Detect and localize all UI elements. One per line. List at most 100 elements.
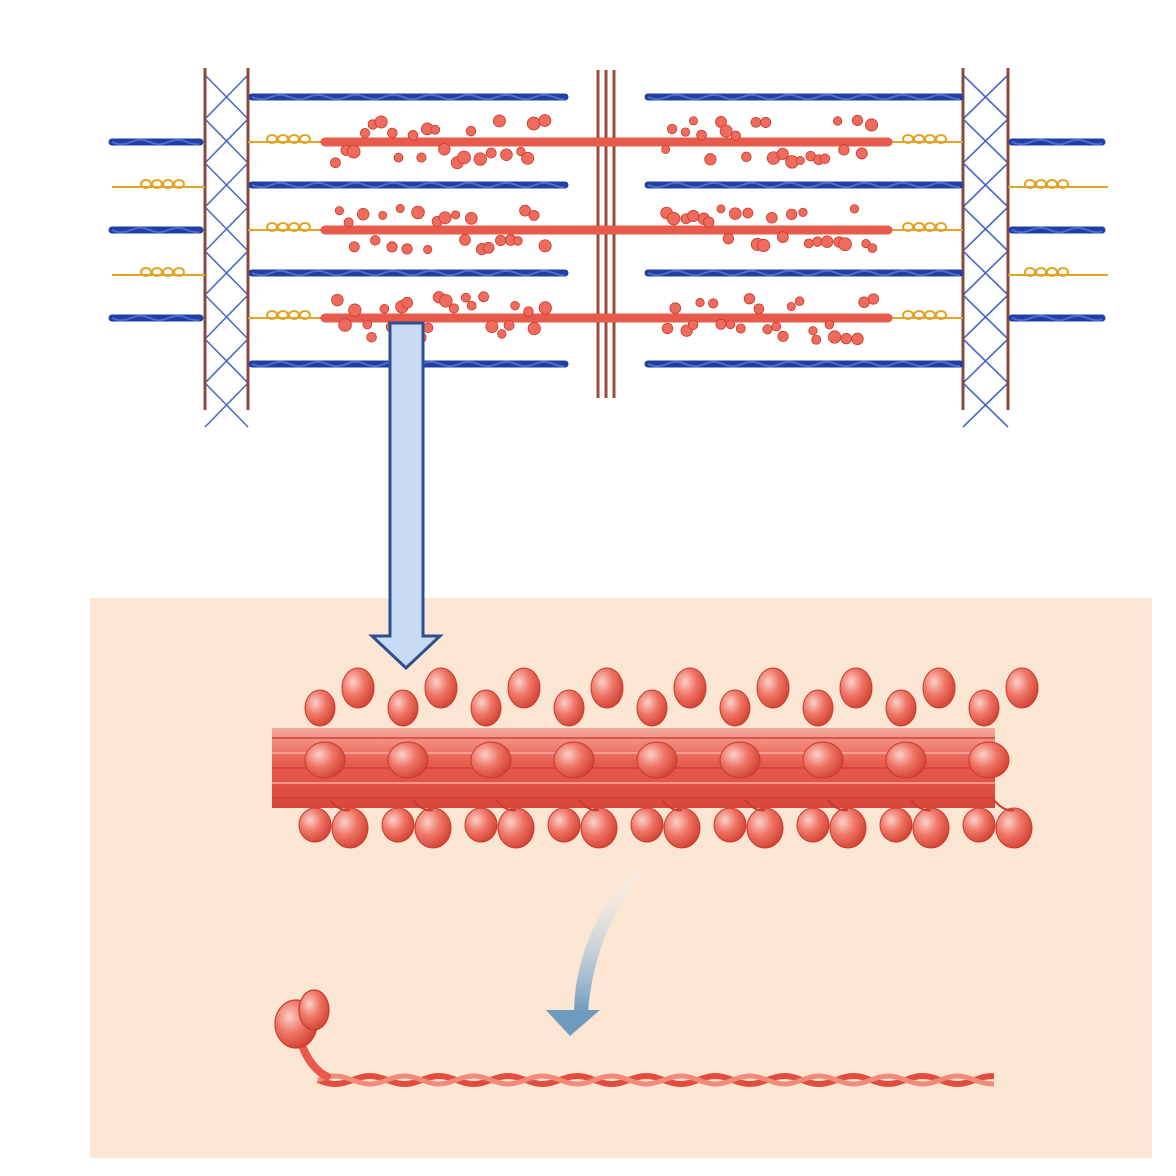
myosin-head (590, 667, 624, 709)
myosin-head (497, 807, 535, 849)
myosin-head (849, 204, 860, 214)
titin-filament (1008, 179, 1108, 189)
myosin-head (482, 241, 495, 254)
actin-filament (644, 360, 964, 368)
myosin-head (457, 150, 471, 165)
z-connector (204, 338, 249, 384)
myosin-head (331, 293, 344, 307)
myosin-head (743, 293, 756, 305)
curved-arrow-body (574, 868, 645, 1012)
myosin-head (695, 297, 705, 308)
myosin-head (366, 331, 377, 343)
myosin-head (776, 147, 789, 160)
myosin-head (538, 114, 552, 127)
actin-filament (1008, 138, 1106, 146)
myosin-head (485, 320, 499, 334)
myosin-head (510, 300, 520, 311)
myosin-head (465, 125, 477, 137)
myosin-head (553, 741, 595, 779)
myosin-head (526, 116, 541, 131)
myosin-head (729, 207, 742, 220)
myosin-head (746, 807, 784, 849)
myosin-head (497, 329, 507, 339)
myosin-head (762, 324, 773, 335)
myosin-head (473, 152, 487, 166)
actin-filament (644, 269, 964, 277)
myosin-head (719, 689, 751, 727)
actin-filament (108, 226, 204, 234)
myosin-head (369, 235, 381, 246)
myosin-head (687, 209, 700, 223)
myosin-head (538, 239, 552, 253)
myosin-head (381, 807, 415, 843)
myosin-head (858, 296, 870, 308)
myosin-head (423, 244, 433, 255)
z-connector (204, 206, 249, 252)
myosin-head (459, 234, 471, 246)
myosin-head (348, 303, 362, 317)
myosin-head (538, 301, 552, 315)
myosin-head (753, 303, 765, 315)
myosin-head (669, 302, 682, 314)
myosin-head (832, 116, 843, 126)
z-connector (204, 382, 249, 428)
myosin-head (716, 204, 726, 214)
myosin-head (393, 152, 404, 163)
myosin-head (451, 210, 461, 220)
myosin-head (802, 689, 834, 727)
myosin-head (359, 127, 371, 139)
myosin-head (885, 689, 917, 727)
actin-filament (1008, 226, 1106, 234)
actin-filament (248, 181, 569, 189)
myosin-head (470, 741, 512, 779)
myosin-head (703, 216, 715, 228)
myosin-head (636, 689, 668, 727)
actin-filament (108, 314, 204, 322)
myosin-head (348, 241, 360, 253)
myosin-head (756, 667, 790, 709)
myosin-head (485, 147, 497, 159)
myosin-head (416, 152, 427, 163)
thick-filament (320, 204, 893, 256)
myosin-head (304, 689, 336, 727)
myosin-head (708, 298, 719, 309)
myosin-head (407, 130, 419, 141)
myosin-head (750, 116, 762, 128)
myosin-head (439, 294, 453, 308)
myosin-head (304, 741, 346, 779)
down-arrow-shape (368, 321, 444, 671)
actin-filament (248, 269, 569, 277)
myosin-head (387, 689, 419, 727)
myosin-head (523, 306, 534, 317)
myosin-head (725, 319, 736, 330)
myosin-head (879, 807, 913, 843)
z-connector (962, 294, 1009, 340)
myosin-head (424, 667, 458, 709)
actin-filament (644, 93, 964, 101)
myosin-head (912, 807, 950, 849)
z-connector (204, 250, 249, 296)
myosin-head (401, 243, 413, 255)
myosin-head (851, 332, 864, 346)
myosin-head (968, 741, 1010, 779)
myosin-head (422, 322, 434, 334)
myosin-head (812, 236, 823, 247)
myosin-head (719, 741, 761, 779)
myosin-head (766, 211, 778, 224)
myosin-head (478, 291, 490, 303)
myosin-head (995, 807, 1033, 849)
myosin-head (666, 211, 681, 226)
myosin-head (298, 807, 332, 843)
myosin-head (760, 116, 772, 128)
myosin-head (794, 296, 805, 307)
myosin-head (730, 130, 741, 141)
myosin-head (867, 243, 878, 253)
myosin-head (356, 208, 370, 221)
myosin-head (414, 807, 452, 849)
myosin-head (829, 807, 867, 849)
z-connector (962, 118, 1009, 164)
myosin-head (661, 145, 671, 154)
myosin-head (513, 236, 523, 246)
